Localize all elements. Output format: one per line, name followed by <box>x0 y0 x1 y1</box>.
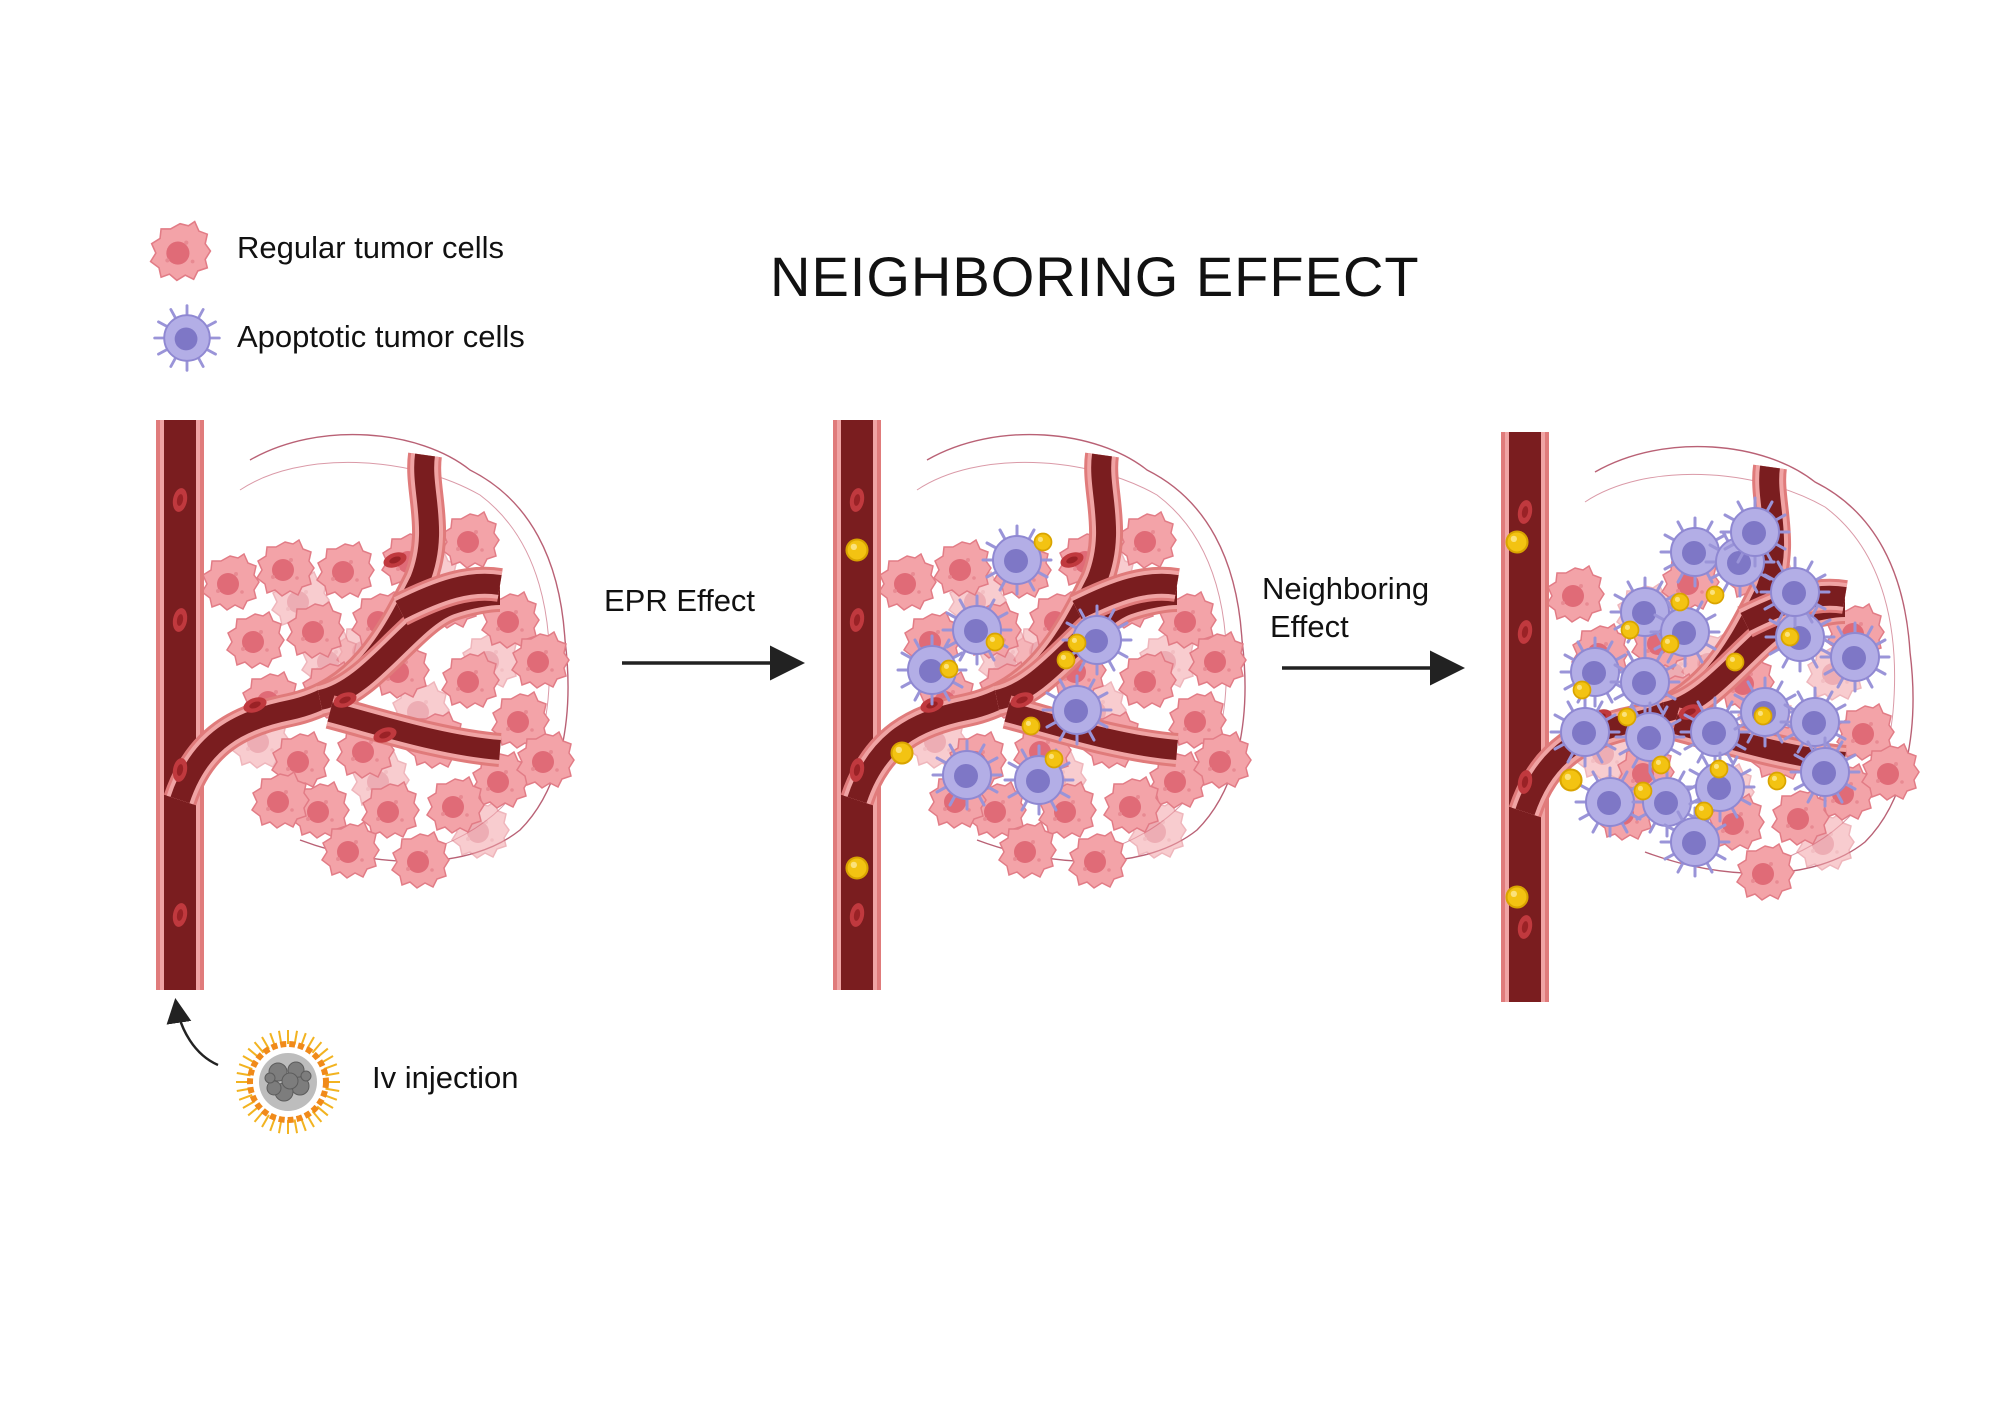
nanoparticle <box>890 741 914 765</box>
nanoparticle <box>1780 627 1800 647</box>
nanoparticle <box>1067 633 1087 653</box>
nanoparticle <box>1767 771 1787 791</box>
nanoparticle <box>1670 592 1690 612</box>
regular-tumor-cell <box>1546 565 1605 623</box>
nanoparticle <box>1709 759 1729 779</box>
regular-tumor-cell <box>226 611 285 669</box>
legend-apoptotic-label: Apoptotic tumor cells <box>237 319 525 354</box>
nanoparticle <box>1056 650 1076 670</box>
nanoparticle <box>1725 652 1745 672</box>
nanoparticle <box>1633 781 1653 801</box>
nanoparticle <box>1572 680 1592 700</box>
regular-tumor-cell <box>1118 511 1177 569</box>
regular-tumor-cell <box>878 553 937 611</box>
nanoparticle <box>1505 530 1529 554</box>
neighboring-effect-label-line2: Effect <box>1270 609 1349 644</box>
nanoparticle <box>845 856 869 880</box>
nanoparticle <box>1660 634 1680 654</box>
nanoparticle <box>1044 749 1064 769</box>
injection-label: Iv injection <box>372 1060 519 1095</box>
legend-icons <box>149 220 221 372</box>
injection-arrow <box>166 998 219 1067</box>
nanoparticle-injection-icon <box>236 1030 340 1134</box>
nanoparticle <box>1559 768 1583 792</box>
legend-regular-label: Regular tumor cells <box>237 230 505 265</box>
panel-3 <box>1501 432 1920 1002</box>
epr-effect-label: EPR Effect <box>604 583 756 618</box>
nanoparticle <box>1753 706 1773 726</box>
nanoparticle <box>845 538 869 562</box>
regular-tumor-cell <box>391 831 450 889</box>
regular-tumor-cell-icon <box>149 220 212 282</box>
neighboring-effect-label-line1: Neighboring <box>1262 571 1430 606</box>
regular-tumor-cell <box>201 553 260 611</box>
nanoparticle <box>1505 885 1529 909</box>
nanoparticle <box>1620 620 1640 640</box>
regular-tumor-cell <box>441 511 500 569</box>
panel-1 <box>156 420 575 990</box>
nanoparticle <box>985 632 1005 652</box>
nanoparticle <box>1617 707 1637 727</box>
nanoparticle <box>1705 585 1725 605</box>
regular-tumor-cell <box>1068 831 1127 889</box>
nanoparticle <box>1021 716 1041 736</box>
regular-tumor-cell <box>316 541 375 599</box>
panel-2 <box>833 420 1252 990</box>
nanoparticle <box>1651 755 1671 775</box>
apoptotic-tumor-cell-icon <box>153 304 221 372</box>
nanoparticle <box>1033 532 1053 552</box>
page-title: NEIGHBORING EFFECT <box>770 245 1420 308</box>
nanoparticle <box>1694 801 1714 821</box>
regular-tumor-cell <box>1736 843 1795 901</box>
nanoparticle <box>939 659 959 679</box>
